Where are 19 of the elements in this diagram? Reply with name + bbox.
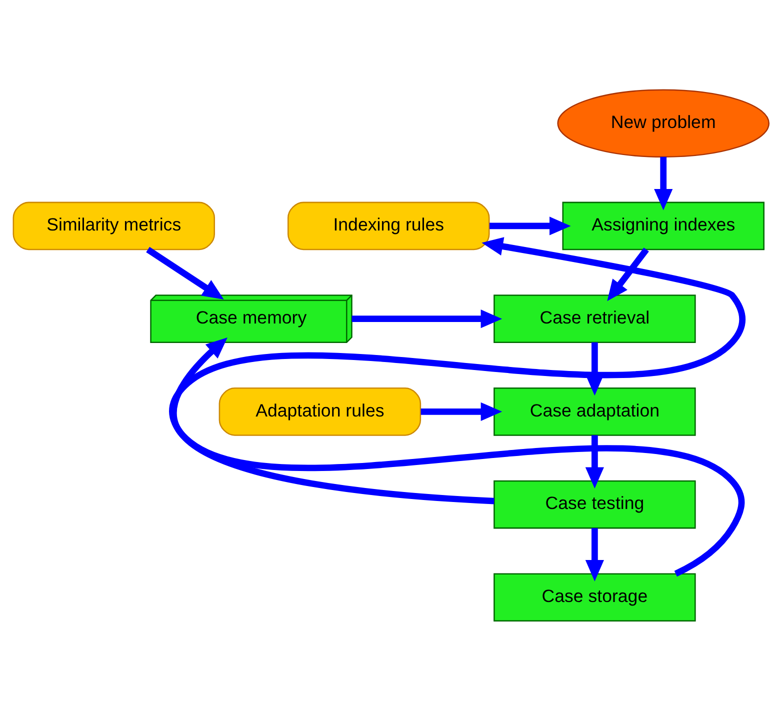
arrow xyxy=(585,528,604,582)
arrow xyxy=(352,310,502,328)
node-box: Case retrieval xyxy=(494,294,696,343)
arrow xyxy=(146,246,224,300)
node-box: Similarity metrics xyxy=(12,202,215,250)
arrow xyxy=(169,237,745,504)
node-box: Indexing rules xyxy=(288,202,490,250)
arrow xyxy=(585,342,604,396)
node-box: Case testing xyxy=(494,480,696,529)
node-box: Assigning indexes xyxy=(562,202,764,250)
arrow xyxy=(654,156,673,210)
arrow xyxy=(585,435,604,488)
node-box: Adaptation rules xyxy=(218,388,422,436)
node-box: Case adaptation xyxy=(494,388,696,436)
arrow xyxy=(420,402,502,421)
node-ellipse: New problem xyxy=(557,89,770,158)
arrow xyxy=(490,216,571,236)
arrow xyxy=(170,337,745,577)
node-box: Case storage xyxy=(494,573,696,622)
